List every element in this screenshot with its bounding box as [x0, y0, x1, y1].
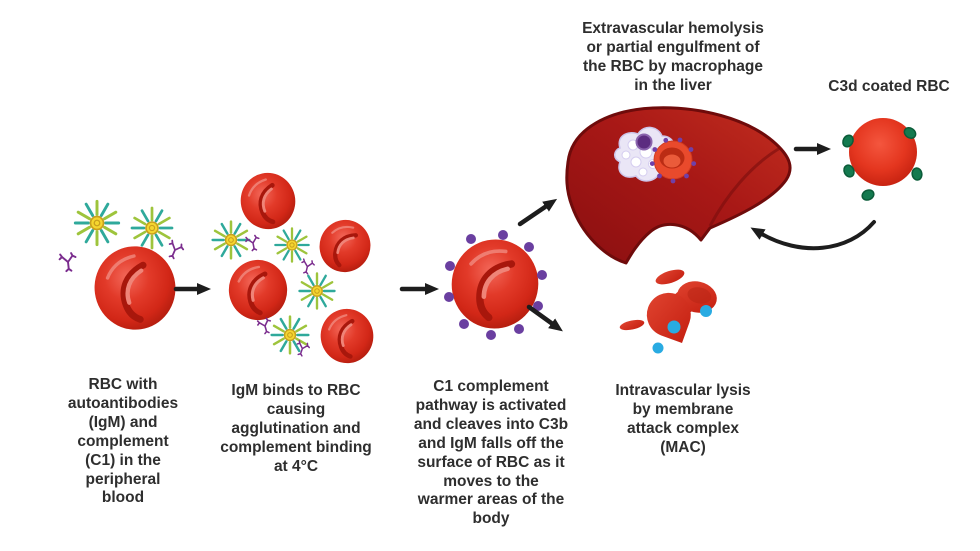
c3d-coated-rbc-graphic [842, 118, 923, 201]
rbc-icon [317, 305, 377, 366]
caption-liver-stage: Extravascular hemolysis or partial engul… [582, 20, 764, 94]
antibody-icon [57, 251, 79, 274]
rbc-fragment-icon [619, 319, 645, 331]
caption-stage2: IgM binds to RBC causing agglutination a… [220, 382, 372, 475]
rbc-icon [235, 168, 300, 234]
c3d-dot [842, 127, 923, 201]
igm-pentamer-icon [73, 199, 121, 247]
peripheral-blood-graphic [57, 199, 186, 340]
igm-pentamer-icon [211, 220, 251, 260]
mac-dot [652, 305, 712, 354]
liver-icon [565, 106, 792, 265]
caption-stage3: C1 complement pathway is activated and c… [413, 378, 569, 528]
antibody-icon [299, 258, 316, 276]
c3b-dot [649, 137, 697, 184]
macrophage-nucleus [635, 133, 653, 151]
igm-pentamer-icon [274, 227, 310, 263]
rbc-fragment-icon [646, 292, 691, 343]
rbc-icon [227, 258, 289, 322]
rbc-icon [313, 213, 377, 279]
caption-stage1: RBC with autoantibodies (IgM) and comple… [67, 376, 179, 507]
igm-pentamer-icon [130, 206, 174, 250]
rbc-icon [849, 118, 917, 186]
igm-pentamer-icon [298, 272, 336, 310]
arrow-icon [517, 198, 558, 227]
intravascular-lysis-graphic [619, 269, 717, 354]
c3b-coated-rbc-graphic [443, 227, 555, 343]
caption-stage4: Intravascular lysis by membrane attack c… [615, 382, 751, 456]
caption-c3d-label: C3d coated RBC [828, 78, 950, 95]
rbc-icon [89, 241, 181, 335]
antibody-icon [164, 239, 186, 262]
engulfed-rbc-icon [649, 137, 697, 184]
agglutination-graphic [211, 163, 395, 385]
rbc-fragment-icon [655, 269, 685, 285]
